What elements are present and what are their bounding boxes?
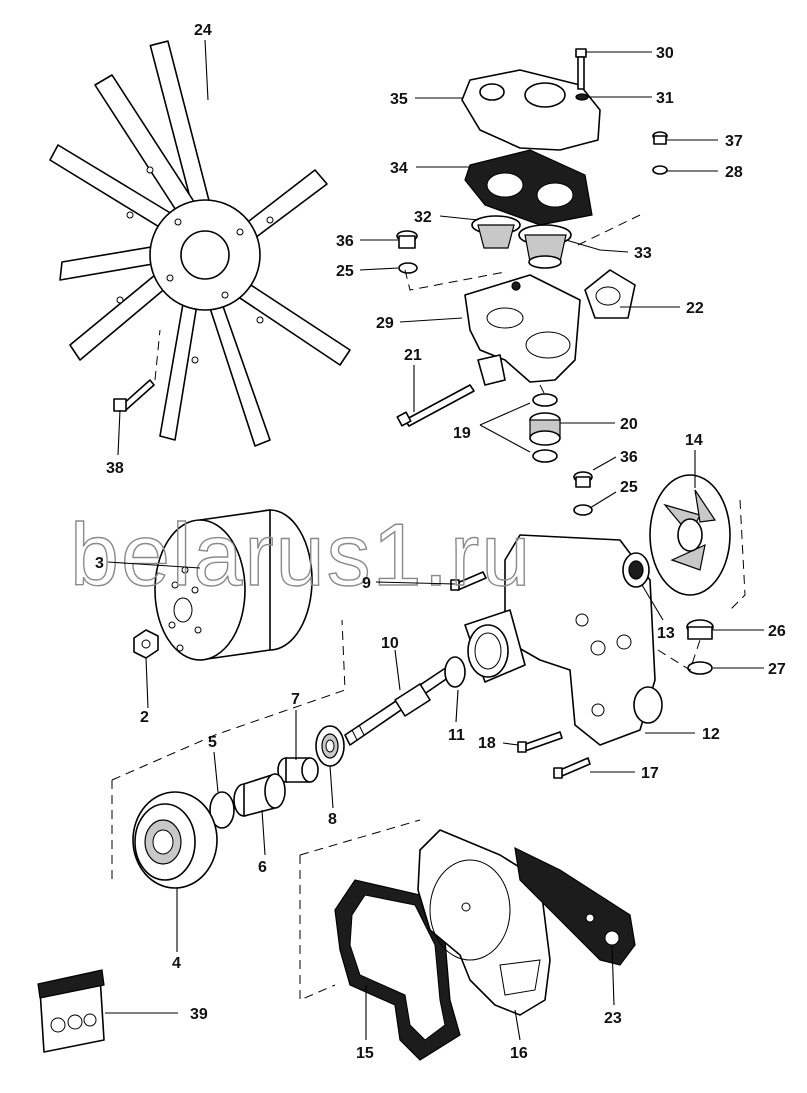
washer xyxy=(652,165,668,175)
callout-label: 30 xyxy=(656,45,674,62)
gasket xyxy=(464,149,593,226)
callout-label: 25 xyxy=(336,263,354,280)
thermostat xyxy=(471,215,521,249)
bolt xyxy=(517,731,563,753)
callout-label: 21 xyxy=(404,347,422,364)
washer xyxy=(573,504,593,516)
callout-label: 7 xyxy=(291,691,300,708)
thermostat-housing-cover xyxy=(461,69,601,151)
water-pump-housing xyxy=(464,534,663,746)
o-ring xyxy=(532,393,558,407)
pulley xyxy=(154,509,313,661)
callout-label: 35 xyxy=(390,91,408,108)
repair-kit-bag xyxy=(37,969,105,1053)
pump-shaft xyxy=(344,664,456,746)
callout-label: 31 xyxy=(656,90,674,107)
retaining-ring xyxy=(209,791,235,829)
callout-label: 24 xyxy=(194,22,212,39)
callout-label: 19 xyxy=(453,425,471,442)
callout-label: 20 xyxy=(620,416,638,433)
bearing xyxy=(315,725,345,767)
callout-label: 26 xyxy=(768,623,786,640)
fan-assembly xyxy=(49,40,351,447)
bolt xyxy=(575,48,587,90)
callouts: 24 30 35 31 37 34 28 32 36 33 25 22 29 2… xyxy=(95,22,786,1062)
callout-label: 15 xyxy=(356,1045,374,1062)
washer xyxy=(575,93,589,101)
callout-label: 38 xyxy=(106,460,124,477)
callout-label: 29 xyxy=(376,315,394,332)
spacer xyxy=(277,757,319,783)
washer xyxy=(398,262,418,274)
seal-ring xyxy=(444,656,466,688)
leader-lines xyxy=(105,39,764,1041)
plug xyxy=(652,131,668,145)
callout-label: 37 xyxy=(725,133,743,150)
callout-label: 8 xyxy=(328,811,337,828)
bolt xyxy=(396,384,475,427)
callout-label: 11 xyxy=(448,727,465,744)
callout-label: 22 xyxy=(686,300,704,317)
washer xyxy=(687,661,713,675)
callout-label: 36 xyxy=(620,449,638,466)
callout-label: 39 xyxy=(190,1006,208,1023)
callout-label: 27 xyxy=(768,661,786,678)
callout-label: 36 xyxy=(336,233,354,250)
callout-label: 33 xyxy=(634,245,652,262)
callout-label: 25 xyxy=(620,479,638,496)
bolt xyxy=(553,757,591,779)
o-ring xyxy=(532,449,558,463)
callout-label: 18 xyxy=(478,735,496,752)
nut xyxy=(133,629,159,659)
callout-label: 13 xyxy=(657,625,675,642)
seal xyxy=(622,552,650,588)
callout-label: 16 xyxy=(510,1045,528,1062)
watermark: belarus1.ru xyxy=(70,505,532,604)
gasket xyxy=(584,269,636,319)
callout-label: 4 xyxy=(172,955,181,972)
bearing xyxy=(132,791,218,889)
assembly-lines xyxy=(111,214,746,1001)
callout-label: 17 xyxy=(641,765,659,782)
pump-back-plate xyxy=(417,829,551,1016)
thermostat xyxy=(518,224,572,269)
callout-label: 23 xyxy=(604,1010,622,1027)
callout-label: 28 xyxy=(725,164,743,181)
bolt xyxy=(450,571,487,591)
callout-label: 10 xyxy=(381,635,399,652)
callout-label: 32 xyxy=(414,209,432,226)
plug xyxy=(396,230,418,249)
callout-label: 3 xyxy=(95,555,104,572)
bolt xyxy=(113,379,155,412)
callout-label: 5 xyxy=(208,734,217,751)
callout-label: 2 xyxy=(140,709,149,726)
sleeve xyxy=(529,412,561,446)
thermostat-housing xyxy=(464,274,581,386)
plug xyxy=(573,471,593,488)
gasket xyxy=(514,846,636,966)
plug xyxy=(686,619,714,640)
callout-label: 12 xyxy=(702,726,720,743)
spacer xyxy=(233,773,286,817)
callout-label: 9 xyxy=(362,575,371,592)
callout-label: 6 xyxy=(258,859,267,876)
impeller xyxy=(649,474,731,596)
callout-label: 14 xyxy=(685,432,703,449)
callout-label: 34 xyxy=(390,160,408,177)
